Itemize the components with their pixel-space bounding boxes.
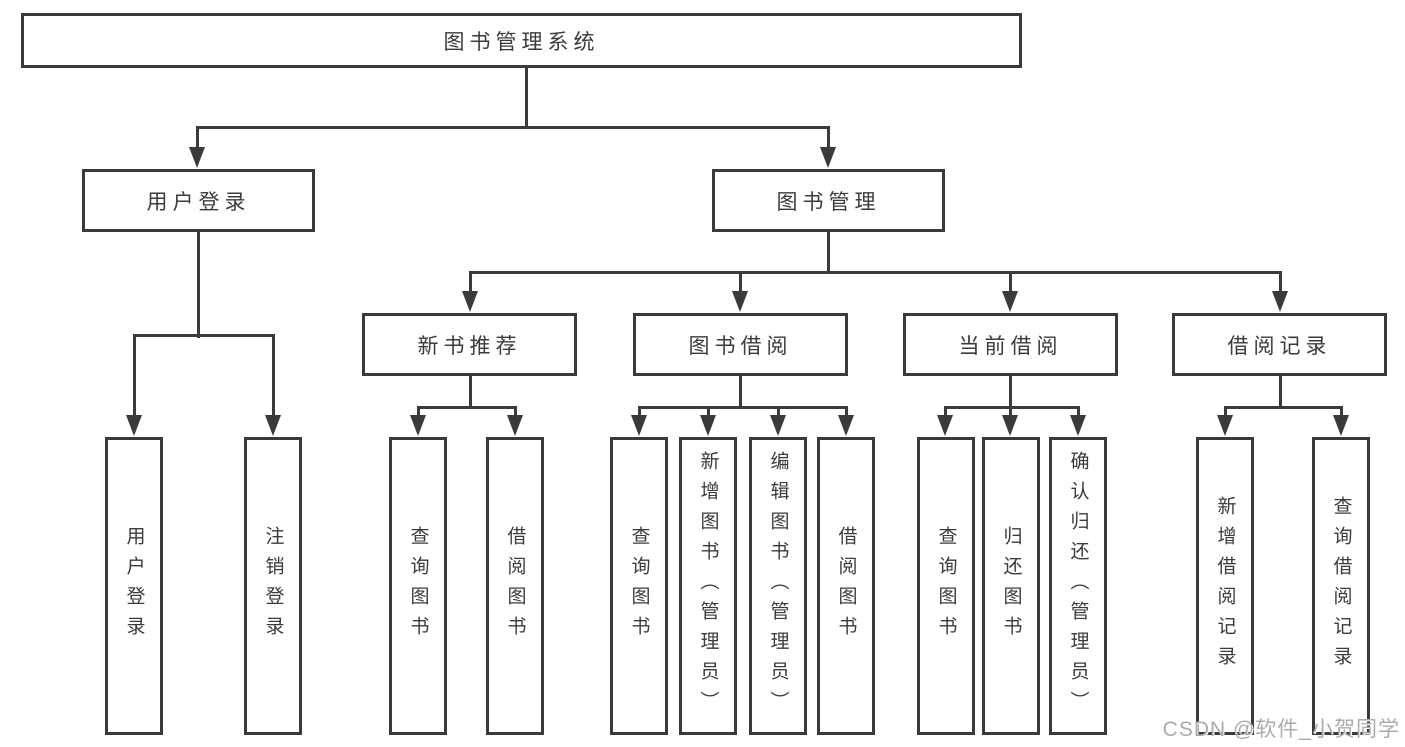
arrow-down-icon xyxy=(770,415,786,436)
connector-vline xyxy=(1009,406,1012,419)
connector-vline xyxy=(827,126,830,152)
arrow-down-icon xyxy=(1002,415,1018,436)
leaf-label: 查询图书 xyxy=(628,526,650,646)
connector-vline xyxy=(739,376,742,409)
node-borrowing-records: 借阅记录 xyxy=(1172,313,1387,376)
node-label: 当前借阅 xyxy=(958,334,1063,358)
node-label: 新书推荐 xyxy=(417,334,522,358)
leaf-query-books-current: 查询图书 xyxy=(917,437,975,735)
leaf-add-borrow-record: 新增借阅记录 xyxy=(1196,437,1254,735)
connector-vline xyxy=(196,126,199,152)
node-label: 图书管理系统 xyxy=(443,30,600,54)
leaf-label: 新增借阅记录 xyxy=(1214,496,1236,676)
connector-vline xyxy=(514,406,517,419)
leaf-query-books-recommend: 查询图书 xyxy=(389,437,447,735)
leaf-borrow-books-borrowing: 借阅图书 xyxy=(817,437,875,735)
connector-vline xyxy=(469,376,472,409)
leaf-edit-books-admin: 编辑图书（管理员） xyxy=(749,437,807,735)
node-label: 图书管理 xyxy=(776,190,881,214)
node-new-book-recommendation: 新书推荐 xyxy=(362,313,577,376)
connector-hline xyxy=(1224,406,1343,409)
leaf-query-borrow-record: 查询借阅记录 xyxy=(1312,437,1370,735)
connector-vline xyxy=(707,406,710,419)
arrow-down-icon xyxy=(700,415,716,436)
leaf-add-books-admin: 新增图书（管理员） xyxy=(679,437,737,735)
arrow-down-icon xyxy=(462,291,478,312)
leaf-return-books: 归还图书 xyxy=(982,437,1040,735)
arrow-down-icon xyxy=(507,415,523,436)
connector-vline xyxy=(638,406,641,419)
node-label: 图书借阅 xyxy=(688,334,793,358)
leaf-label: 新增图书（管理员） xyxy=(697,451,719,721)
node-label: 用户登录 xyxy=(146,190,251,214)
connector-vline xyxy=(469,271,472,295)
connector-hline xyxy=(944,406,1080,409)
node-book-borrowing: 图书借阅 xyxy=(633,313,848,376)
connector-vline xyxy=(739,271,742,295)
leaf-label: 查询图书 xyxy=(407,526,429,646)
connector-vline xyxy=(1009,376,1012,409)
connector-vline xyxy=(1279,376,1282,409)
leaf-label: 注销登录 xyxy=(262,526,284,646)
connector-vline xyxy=(197,232,200,338)
connector-vline xyxy=(827,232,830,274)
arrow-down-icon xyxy=(1217,415,1233,436)
node-label: 借阅记录 xyxy=(1227,334,1332,358)
leaf-logout: 注销登录 xyxy=(244,437,302,735)
leaf-label: 编辑图书（管理员） xyxy=(767,451,789,721)
connector-hline xyxy=(638,406,848,409)
connector-vline xyxy=(1009,271,1012,295)
connector-vline xyxy=(525,68,528,129)
connector-vline xyxy=(777,406,780,419)
arrow-down-icon xyxy=(1272,291,1288,312)
arrow-down-icon xyxy=(265,415,281,436)
leaf-confirm-return-admin: 确认归还（管理员） xyxy=(1049,437,1107,735)
connector-hline xyxy=(196,126,830,129)
arrow-down-icon xyxy=(1002,291,1018,312)
arrow-down-icon xyxy=(937,415,953,436)
connector-vline xyxy=(1279,271,1282,295)
arrow-down-icon xyxy=(410,415,426,436)
leaf-label: 确认归还（管理员） xyxy=(1067,451,1089,721)
connector-hline xyxy=(469,271,1282,274)
connector-vline xyxy=(845,406,848,419)
leaf-borrow-books-recommend: 借阅图书 xyxy=(486,437,544,735)
connector-vline xyxy=(272,334,275,418)
leaf-label: 查询借阅记录 xyxy=(1330,496,1352,676)
leaf-label: 用户登录 xyxy=(123,526,145,646)
connector-vline xyxy=(944,406,947,419)
arrow-down-icon xyxy=(838,415,854,436)
node-user-login: 用户登录 xyxy=(82,169,315,232)
connector-vline xyxy=(417,406,420,419)
arrow-down-icon xyxy=(820,147,836,168)
leaf-label: 查询图书 xyxy=(935,526,957,646)
connector-vline xyxy=(1224,406,1227,419)
connector-hline xyxy=(417,406,517,409)
arrow-down-icon xyxy=(189,147,205,168)
leaf-label: 归还图书 xyxy=(1000,526,1022,646)
connector-hline xyxy=(133,334,275,337)
node-current-borrowing: 当前借阅 xyxy=(903,313,1118,376)
connector-vline xyxy=(1077,406,1080,419)
node-book-management: 图书管理 xyxy=(712,169,945,232)
connector-vline xyxy=(133,334,136,418)
arrow-down-icon xyxy=(732,291,748,312)
leaf-label: 借阅图书 xyxy=(835,526,857,646)
arrow-down-icon xyxy=(631,415,647,436)
arrow-down-icon xyxy=(126,415,142,436)
arrow-down-icon xyxy=(1333,415,1349,436)
leaf-label: 借阅图书 xyxy=(504,526,526,646)
node-library-management-system: 图书管理系统 xyxy=(21,13,1022,68)
csdn-watermark: CSDN @软件_小贺同学 xyxy=(1162,718,1400,741)
leaf-user-login: 用户登录 xyxy=(105,437,163,735)
leaf-query-books-borrowing: 查询图书 xyxy=(610,437,668,735)
arrow-down-icon xyxy=(1070,415,1086,436)
connector-vline xyxy=(1340,406,1343,419)
